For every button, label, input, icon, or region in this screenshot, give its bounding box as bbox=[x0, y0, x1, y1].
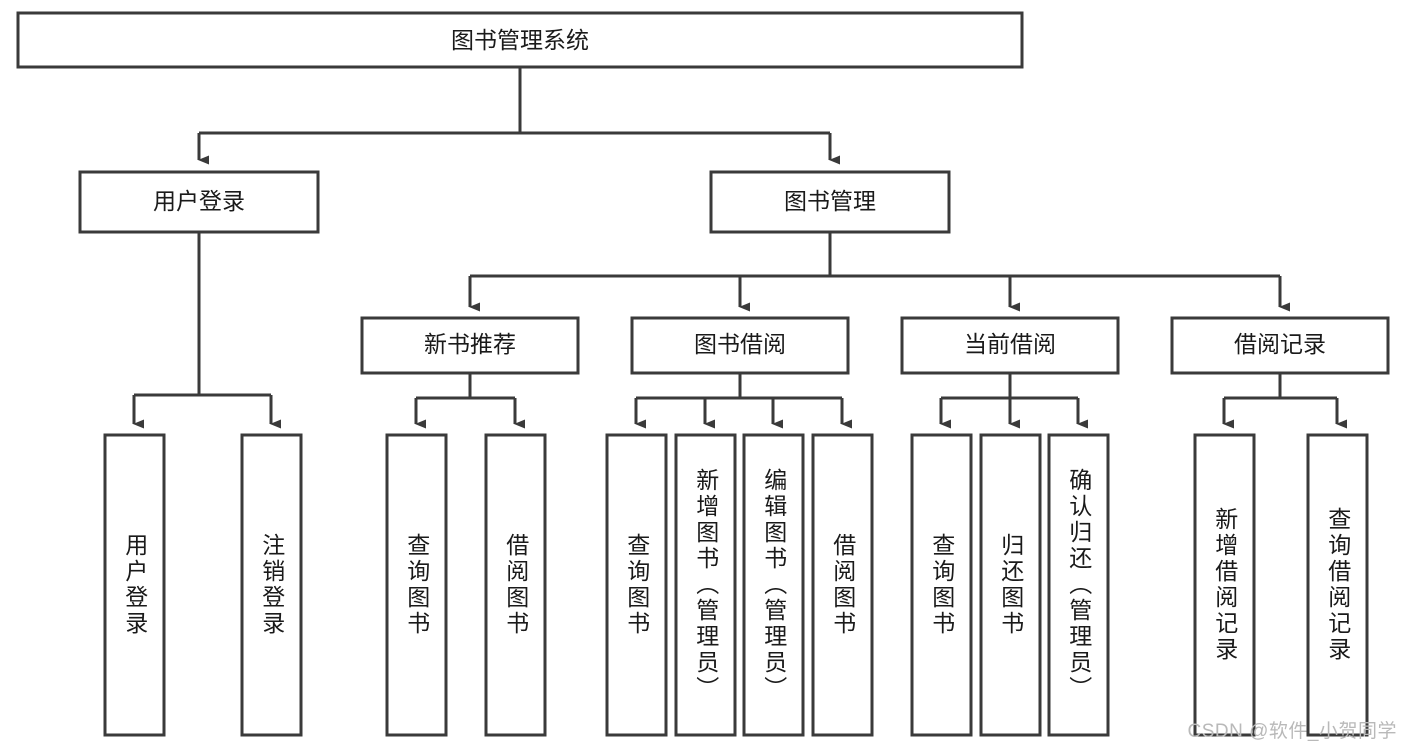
leaf-box-user-login[interactable] bbox=[103, 433, 166, 737]
node-borrow-record[interactable]: 借阅记录 bbox=[1170, 316, 1390, 375]
node-user-login-label: 用户登录 bbox=[153, 188, 245, 214]
csdn-watermark: CSDN @软件_小贺同学 bbox=[1187, 721, 1397, 742]
leaf-box-query-record[interactable] bbox=[1306, 433, 1369, 737]
connector-newbook-to-leaves bbox=[414, 373, 525, 429]
node-current-borrow-label: 当前借阅 bbox=[964, 331, 1056, 357]
leaf-box-return-book[interactable] bbox=[979, 433, 1042, 737]
connector-userlogin-to-leaves bbox=[132, 232, 281, 429]
leaf-box-add-book[interactable] bbox=[674, 433, 737, 737]
node-current-borrow[interactable]: 当前借阅 bbox=[900, 316, 1120, 375]
node-new-book-recommend[interactable]: 新书推荐 bbox=[360, 316, 580, 375]
leaf-box-query-book-bb[interactable] bbox=[605, 433, 668, 737]
leaf-box-borrow-book-bb[interactable] bbox=[811, 433, 874, 737]
leaf-box-add-record[interactable] bbox=[1193, 433, 1256, 737]
connector-borrowrecord-to-leaves bbox=[1222, 373, 1347, 429]
node-root-label: 图书管理系统 bbox=[451, 27, 589, 53]
connector-bookmgmt-to-level3 bbox=[468, 232, 1290, 312]
node-book-management-label: 图书管理 bbox=[784, 188, 876, 214]
leaf-box-logout[interactable] bbox=[240, 433, 303, 737]
node-root[interactable]: 图书管理系统 bbox=[16, 11, 1024, 69]
node-book-management[interactable]: 图书管理 bbox=[709, 170, 951, 234]
leaf-box-query-book-cb[interactable] bbox=[910, 433, 973, 737]
node-new-book-recommend-label: 新书推荐 bbox=[424, 331, 516, 357]
leaf-box-confirm-return[interactable] bbox=[1047, 433, 1110, 737]
connector-currentborrow-to-leaves bbox=[939, 373, 1088, 429]
connector-root-to-level2 bbox=[197, 67, 840, 165]
node-book-borrow[interactable]: 图书借阅 bbox=[630, 316, 850, 375]
leaf-box-query-book-nb[interactable] bbox=[385, 433, 448, 737]
node-user-login[interactable]: 用户登录 bbox=[78, 170, 320, 234]
node-borrow-record-label: 借阅记录 bbox=[1234, 331, 1326, 357]
connector-bookborrow-to-leaves bbox=[634, 373, 852, 429]
node-book-borrow-label: 图书借阅 bbox=[694, 331, 786, 357]
leaf-box-borrow-book-nb[interactable] bbox=[484, 433, 547, 737]
leaf-box-edit-book[interactable] bbox=[742, 433, 805, 737]
